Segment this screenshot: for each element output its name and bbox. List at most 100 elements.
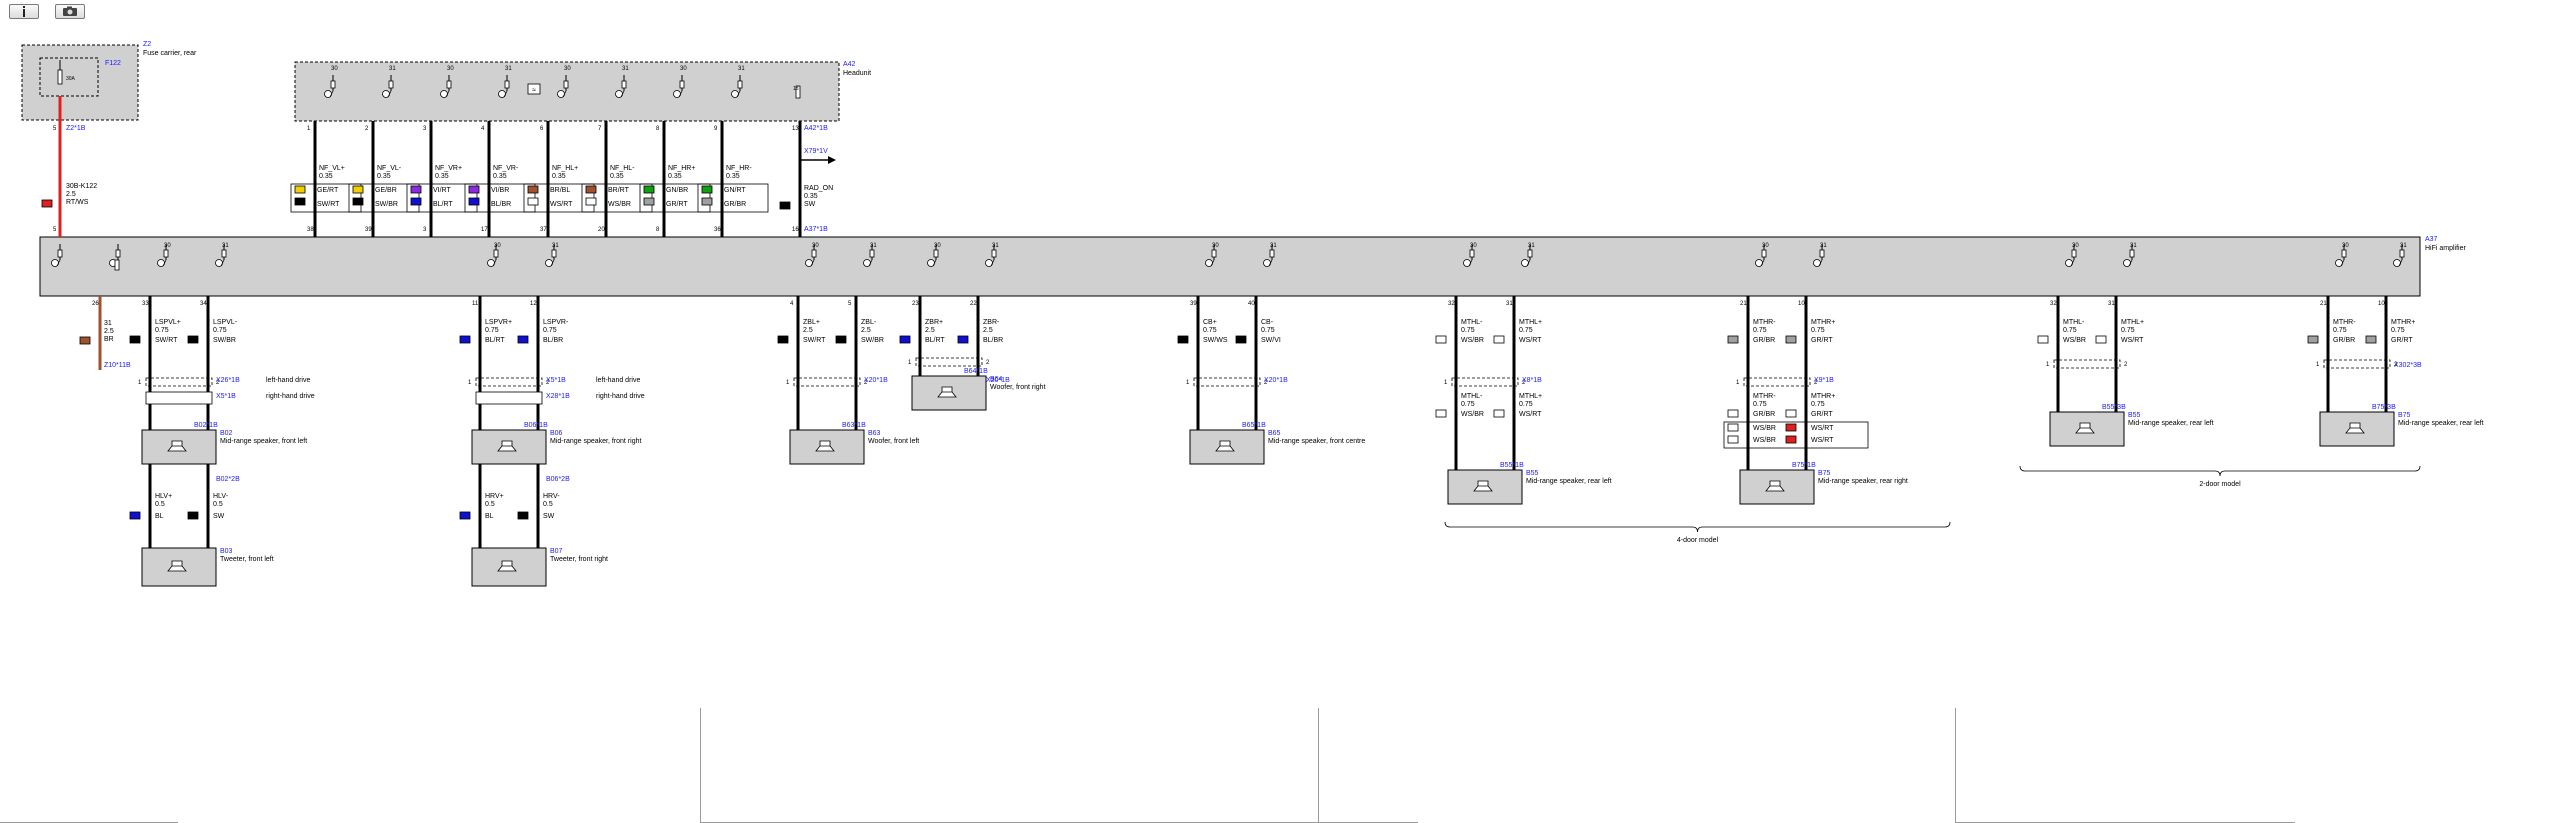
wire-color: VI/RT: [433, 187, 451, 194]
pin-number: 2: [2124, 362, 2128, 368]
pin-number: 1: [468, 380, 472, 386]
pin-number: 7: [598, 126, 602, 132]
connector-box: [475, 391, 543, 405]
symbol-line: [1526, 259, 1531, 267]
connector-box: [1743, 377, 1811, 387]
wire-color-swatch: [294, 185, 306, 194]
wire-size: 0.35: [726, 173, 740, 180]
speaker-id-label: B06: [550, 430, 563, 437]
pin-number: 4: [790, 301, 794, 307]
resistor-symbol: [163, 249, 169, 258]
resistor-symbol: [2399, 249, 2405, 258]
symbol-line: [1818, 259, 1823, 267]
speaker-icon: [2075, 422, 2095, 434]
speaker-name-label: Mid-range speaker, rear right: [1818, 478, 1908, 485]
ground-label: 31: [992, 243, 999, 249]
wire-color: SW/VI: [1261, 337, 1281, 344]
wire-size: 0.35: [377, 173, 391, 180]
pin-number: 10: [2378, 301, 2385, 307]
wire-color-swatch: [352, 185, 364, 194]
speaker-id-label: B55: [1526, 470, 1539, 477]
pin-number: 34: [200, 301, 207, 307]
wire-label: MTHL+: [2121, 319, 2144, 326]
wire-color-swatch: [1235, 335, 1247, 344]
resistor-symbol: [563, 80, 569, 89]
symbol-line: [503, 90, 508, 98]
resistor-symbol: [1269, 249, 1275, 258]
resistor-symbol: [57, 249, 63, 258]
model-label: 2-door model: [2199, 481, 2241, 488]
pin-number: 8: [656, 126, 660, 132]
connector-label: B06*2B: [546, 476, 570, 483]
wire-color: GR/RT: [666, 201, 688, 208]
wire-color-swatch: [2307, 335, 2319, 344]
wire-color: SW/BR: [213, 337, 236, 344]
screenshot-button[interactable]: [55, 4, 85, 19]
pin-number: 21: [1740, 301, 1747, 307]
wire-label: HRV-: [543, 493, 560, 500]
fuse-symbol: [57, 69, 63, 85]
wire-color-swatch: [779, 201, 791, 210]
wire-color: WS/RT: [1811, 425, 1834, 432]
wire-color-swatch: [957, 335, 969, 344]
model-label: 4-door model: [1677, 537, 1719, 544]
symbol-line: [990, 259, 995, 267]
component-housing: [39, 236, 2421, 297]
pin-number: 1: [1736, 380, 1740, 386]
pin-number: 4: [481, 126, 485, 132]
wire-label: NF_VR-: [493, 165, 519, 172]
resistor-symbol: [1469, 249, 1475, 258]
ground-label: 31: [2400, 243, 2407, 249]
pin-number: 1: [2046, 362, 2050, 368]
pin-number: 2: [1264, 380, 1268, 386]
model-bracket: [1444, 521, 1951, 533]
wire-label: HRV+: [485, 493, 504, 500]
resistor-symbol: [330, 80, 336, 89]
symbol-line: [932, 259, 937, 267]
camera-icon: [63, 6, 77, 16]
wire-label: MTHR+: [1811, 393, 1835, 400]
wire-label: RAD_ON: [804, 185, 833, 192]
wire-label: MTHL-: [1461, 319, 1483, 326]
wire-color-swatch: [701, 185, 713, 194]
wire-color-swatch: [1435, 409, 1447, 418]
speaker-name-label: Woofer, front right: [990, 384, 1046, 391]
wire-label: NF_VL-: [377, 165, 402, 172]
wire-color-swatch: [1727, 335, 1739, 344]
info-button[interactable]: [9, 4, 39, 19]
wire-color: SW: [543, 513, 555, 520]
ground-label: 30: [447, 66, 454, 72]
resistor-symbol: [2071, 249, 2077, 258]
symbol-line: [550, 259, 555, 267]
connector-label: X26*1B: [216, 377, 240, 384]
drive-label: right-hand drive: [266, 393, 315, 400]
pin-number: 33: [142, 301, 149, 307]
wire-label: NF_HR+: [668, 165, 695, 172]
connector-box: [145, 377, 213, 387]
wire-size: 2.5: [861, 327, 871, 334]
connector-label: X20*1B: [986, 377, 1010, 384]
wire-color: WS/BR: [1461, 337, 1484, 344]
wire-size: 0.35: [319, 173, 333, 180]
speaker-name-label: Mid-range speaker, front centre: [1268, 438, 1365, 445]
wire-size: 2.5: [104, 328, 114, 335]
pin-number: 2: [1814, 380, 1818, 386]
pin-number: 39: [1190, 301, 1197, 307]
pin-number: 21: [2320, 301, 2327, 307]
wire-size: 0.75: [1753, 327, 1767, 334]
resistor-symbol: [114, 259, 120, 271]
connector-label: B75*1B: [1792, 462, 1816, 469]
wire-label: NF_HL-: [610, 165, 635, 172]
speaker-id-label: B63: [868, 430, 881, 437]
pin-number: 26: [92, 301, 99, 307]
symbol-line: [1268, 259, 1273, 267]
component-id-label: Z2: [143, 41, 151, 48]
wire-color: WS/BR: [1461, 411, 1484, 418]
pin-number: 8: [656, 227, 660, 233]
ground-label: 30: [934, 243, 941, 249]
wire-size: 0.5: [485, 501, 495, 508]
pin-number: 3: [423, 126, 427, 132]
pin-number: 2: [986, 360, 990, 366]
resistor-symbol: [2129, 249, 2135, 258]
pin-number: 1: [2316, 362, 2320, 368]
